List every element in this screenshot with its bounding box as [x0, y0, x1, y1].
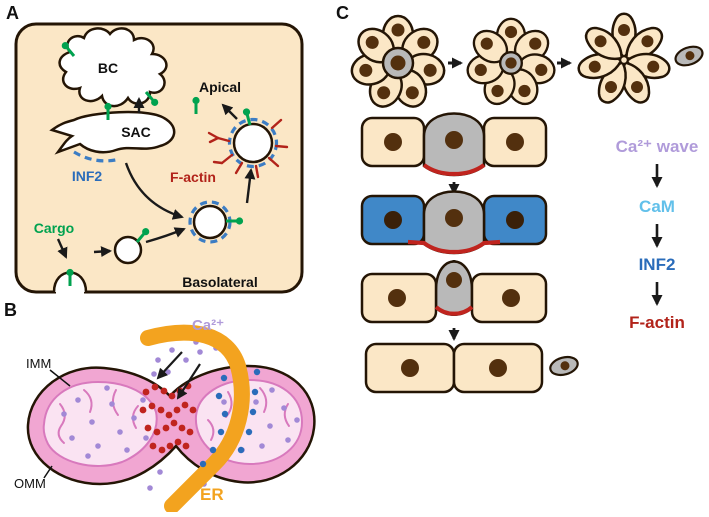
dying-cell	[434, 260, 474, 316]
extrusion-row-2	[360, 190, 548, 255]
label-er: ER	[200, 485, 224, 504]
trafficking-arrows	[56, 97, 256, 259]
label-f-actin: F-actin	[170, 169, 216, 185]
panel-b: B	[4, 300, 316, 514]
label-imm: IMM	[26, 356, 51, 371]
imm-pointer-line	[49, 369, 71, 387]
pit-opening	[56, 289, 84, 297]
label-calcium: Ca²⁺	[192, 317, 224, 334]
rosette-stage-2	[463, 17, 559, 111]
er-tubule	[140, 324, 250, 514]
inf2-dots	[199, 368, 261, 468]
extrusion-row-3	[360, 260, 548, 324]
mitochondrion-inner-left	[42, 380, 158, 467]
cascade-inf2: INF2	[639, 255, 676, 274]
label-omm: OMM	[14, 476, 46, 491]
f-actin-beads	[139, 382, 197, 454]
bile-canaliculus-lumen	[58, 27, 168, 108]
rosette-stage-1	[347, 14, 449, 114]
dying-cell-nucleus	[505, 57, 517, 69]
extruded-cell-top	[671, 42, 707, 70]
panel-c: C	[336, 3, 707, 394]
apical-vesicle	[232, 122, 274, 164]
label-apical: Apical	[199, 79, 241, 95]
rosette-closure-point	[619, 55, 629, 65]
actin-ring	[407, 239, 501, 254]
cascade-f-actin: F-actin	[629, 313, 685, 332]
f-actin-spikes	[207, 118, 289, 179]
extrusion-row-1	[360, 112, 548, 177]
calcium-arrows	[156, 351, 201, 400]
dying-cell-nucleus	[390, 55, 406, 71]
signaling-cascade: Ca²⁺ wave CaM INF2 F-actin	[616, 137, 699, 332]
panel-a: A	[6, 3, 304, 297]
extruded-cell-bottom	[547, 353, 581, 379]
cascade-ca-wave: Ca²⁺ wave	[616, 137, 699, 156]
actin-ring	[434, 305, 474, 316]
rosette-stage-3	[575, 12, 673, 108]
panel-a-letter: A	[6, 3, 19, 23]
actin-ring	[422, 163, 486, 176]
panel-c-letter: C	[336, 3, 349, 23]
label-basolateral: Basolateral	[182, 274, 257, 290]
label-inf2: INF2	[72, 168, 103, 184]
endocytic-vesicle	[113, 235, 143, 265]
extrusion-row-4	[364, 342, 581, 394]
omm-pointer-line	[43, 465, 53, 479]
panel-b-letter: B	[4, 300, 17, 320]
sac-compartment	[49, 110, 176, 155]
label-sac: SAC	[121, 124, 151, 140]
cascade-cam: CaM	[639, 197, 675, 216]
transport-vesicle	[192, 204, 228, 240]
label-bc: BC	[98, 60, 118, 76]
label-cargo: Cargo	[34, 220, 74, 236]
